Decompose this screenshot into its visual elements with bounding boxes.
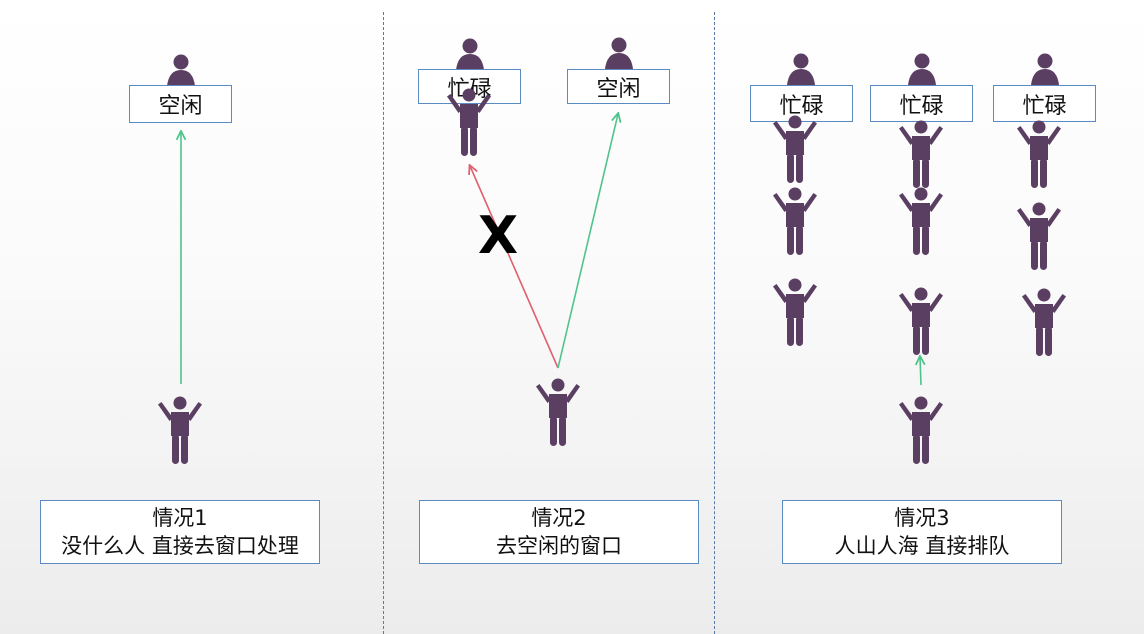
clerk-icon	[1028, 53, 1062, 85]
caption-title: 情况2	[531, 506, 587, 530]
person-arms-raised-icon	[157, 396, 203, 464]
person-arms-raised-icon	[772, 278, 818, 346]
caption-text: 去空闲的窗口	[496, 534, 622, 558]
window-label-busy: 忙碌	[993, 85, 1096, 122]
clerk-icon	[164, 54, 198, 86]
column-divider-2	[714, 12, 715, 634]
arrow-case3-join-queue	[920, 357, 921, 386]
clerk-icon	[905, 53, 939, 85]
person-arms-raised-icon	[1016, 120, 1062, 188]
caption-text: 没什么人 直接去窗口处理	[61, 534, 299, 558]
person-arms-raised-icon	[1016, 202, 1062, 270]
window-label-idle: 空闲	[567, 69, 670, 104]
person-arms-raised-icon	[772, 115, 818, 183]
case1-caption: 情况1 没什么人 直接去窗口处理	[40, 500, 320, 564]
window-label-busy: 忙碌	[870, 85, 973, 122]
caption-title: 情况3	[894, 506, 950, 530]
clerk-icon	[453, 38, 487, 70]
x-mark-icon: X	[478, 206, 519, 266]
window-label-busy: 忙碌	[750, 85, 853, 122]
person-arms-raised-icon	[772, 187, 818, 255]
case2-caption: 情况2 去空闲的窗口	[419, 500, 699, 564]
person-arms-raised-icon	[535, 378, 581, 446]
person-arms-raised-icon	[898, 396, 944, 464]
clerk-icon	[784, 53, 818, 85]
clerk-icon	[602, 37, 636, 69]
person-arms-raised-icon	[898, 287, 944, 355]
case3-caption: 情况3 人山人海 直接排队	[782, 500, 1062, 564]
person-arms-raised-icon	[446, 88, 492, 156]
arrow-case2-to-busy-window-blocked	[470, 166, 559, 369]
caption-title: 情况1	[152, 506, 208, 530]
caption-text: 人山人海 直接排队	[834, 534, 1010, 558]
person-arms-raised-icon	[1021, 288, 1067, 356]
window-label-idle: 空闲	[129, 85, 232, 123]
column-divider-1	[383, 12, 384, 634]
person-arms-raised-icon	[898, 120, 944, 188]
arrow-case2-to-idle-window	[557, 114, 618, 369]
person-arms-raised-icon	[898, 187, 944, 255]
